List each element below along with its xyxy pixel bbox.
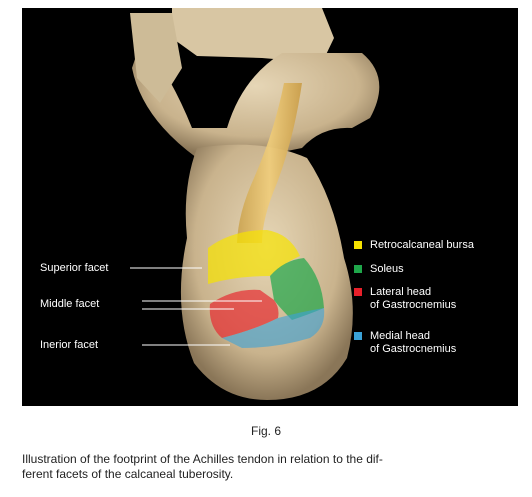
caption-line-1: Illustration of the footprint of the Ach… [22,452,383,466]
legend-label: Retrocalcaneal bursa [370,239,474,251]
talus-bone [132,38,380,158]
superior-facet-label: Superior facet [40,262,109,274]
legend-label: Lateral head [370,286,432,298]
legend-label-line2: of Gastrocnemius [370,299,457,311]
lateral-gastrocnemius-region [209,289,279,338]
legend-label: Soleus [370,263,404,275]
red-swatch [354,288,362,296]
calcaneus-illustration [130,8,380,400]
figure-image: Superior facet Middle facet Inerior face… [22,8,518,406]
inferior-facet-label: Inerior facet [40,339,99,351]
legend-label: Medial head [370,330,430,342]
caption-line-2: ferent facets of the calcaneal tuberosit… [22,467,234,481]
legend-label-line2: of Gastrocnemius [370,343,457,355]
achilles-tendon [237,83,302,243]
fibula-bone [130,13,182,103]
figure-caption: Illustration of the footprint of the Ach… [22,452,518,482]
soleus-region [270,258,324,320]
retrocalcaneal-bursa-region [208,230,300,284]
yellow-swatch [354,241,362,249]
middle-facet-label: Middle facet [40,298,100,310]
figure-number: Fig. 6 [250,424,281,438]
blue-swatch [354,332,362,340]
medial-gastrocnemius-region [222,308,325,348]
tibia-bone [172,8,334,63]
green-swatch [354,265,362,273]
